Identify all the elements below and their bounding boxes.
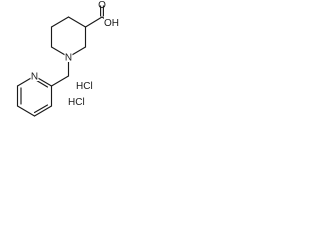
- bond-ch2-pyridine: [50, 75, 70, 87]
- hcl-label-1: HCl: [76, 81, 93, 92]
- pyridine-nitrogen-label: N: [31, 72, 38, 83]
- bond-c3-c4: [50, 16, 70, 28]
- bond-py-inner-3: [33, 104, 49, 114]
- bond-py-c5-c4: [16, 105, 36, 117]
- ring-nitrogen-label: N: [65, 53, 72, 64]
- hydroxyl-label: OH: [104, 18, 119, 29]
- bond-c4-c5: [67, 16, 87, 28]
- bond-c5-carbonyl: [84, 16, 103, 28]
- piperidine-ring: [50, 16, 87, 58]
- carbonyl-oxygen-label: O: [98, 0, 106, 11]
- chemical-structure: N N O OH HCl HCl: [16, 0, 120, 117]
- hcl-label-2: HCl: [68, 97, 85, 108]
- bond-py-c4-c3: [33, 105, 53, 117]
